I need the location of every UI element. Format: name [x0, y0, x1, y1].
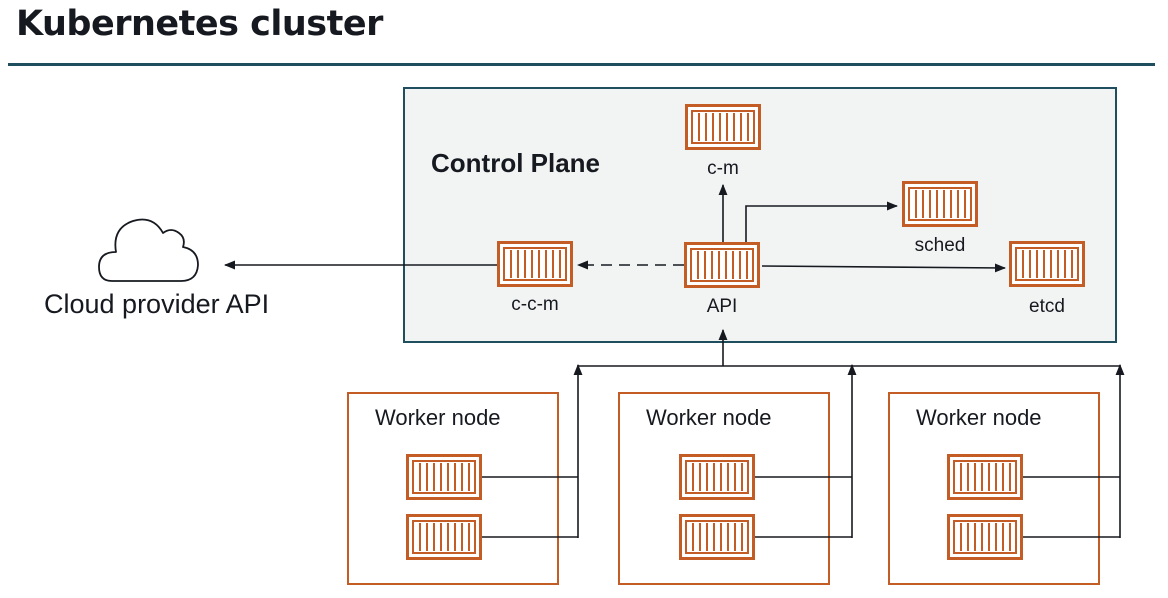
worker-node-label-1: Worker node — [375, 405, 501, 430]
sched-label: sched — [915, 235, 966, 256]
worker-3-container-1-icon — [947, 454, 1023, 500]
cloud-icon — [98, 218, 199, 282]
cm-icon — [685, 104, 761, 150]
sched-icon — [902, 181, 978, 227]
title-divider — [8, 63, 1155, 66]
cloud-provider-label: Cloud provider API — [44, 289, 269, 319]
api-icon — [684, 242, 760, 288]
worker-node-label-3: Worker node — [916, 405, 1042, 430]
worker-2-container-1-icon — [679, 454, 755, 500]
ccm-label: c-c-m — [511, 294, 558, 315]
worker-node-label-2: Worker node — [646, 405, 772, 430]
control-plane-label: Control Plane — [431, 148, 600, 178]
arrow-api-to-etcd — [761, 263, 1007, 273]
api-label: API — [707, 296, 738, 317]
arrow-api-to-sched — [745, 201, 899, 242]
etcd-label: etcd — [1029, 296, 1065, 317]
worker-1-container-1-icon — [406, 454, 482, 500]
ccm-icon — [497, 241, 573, 287]
worker-2-container-2-icon — [679, 514, 755, 560]
worker-3-container-2-icon — [947, 514, 1023, 560]
cm-label: c-m — [707, 158, 739, 179]
worker-1-container-2-icon — [406, 514, 482, 560]
etcd-icon — [1009, 241, 1085, 287]
page-title: Kubernetes cluster — [16, 4, 383, 44]
